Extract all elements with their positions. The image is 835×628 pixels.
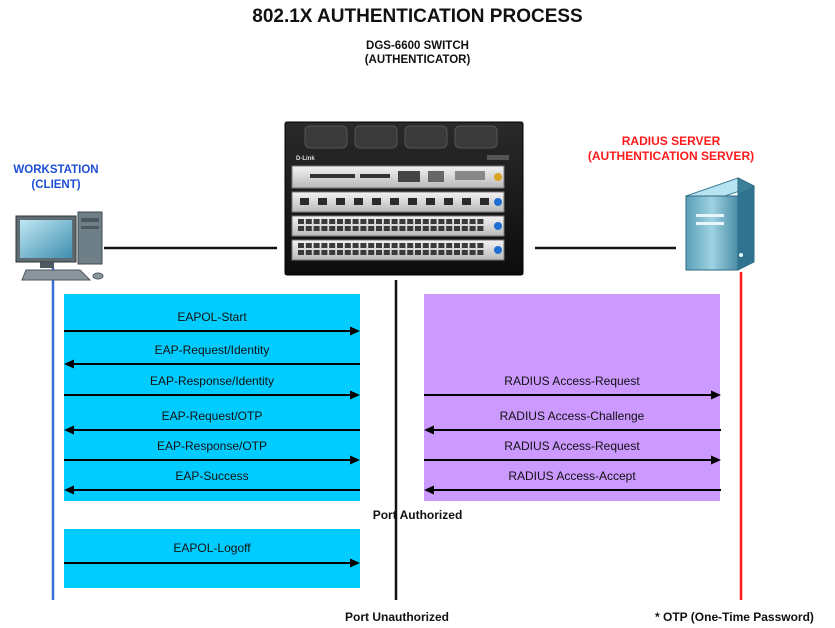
server-message-arrow-2-arrowhead <box>424 425 434 435</box>
client-message-arrow-1-arrowhead <box>350 326 360 336</box>
diagram-title: 802.1X AUTHENTICATION PROCESS <box>252 6 583 27</box>
workstation-name: WORKSTATION <box>13 164 99 176</box>
server-message-arrow-4-arrowhead <box>424 485 434 495</box>
radius-server-label: RADIUS SERVER (AUTHENTICATION SERVER) <box>566 134 776 164</box>
port-unauthorized-label: Port Unauthorized <box>345 610 449 624</box>
client-message-label: EAP-Request/Identity <box>154 343 270 357</box>
server-message-label: RADIUS Access-Request <box>504 374 640 388</box>
client-message-label: EAP-Success <box>175 469 249 483</box>
switch-label: DGS-6600 SWITCH (AUTHENTICATOR) <box>0 39 835 67</box>
client-message-arrow-3-arrowhead <box>350 390 360 400</box>
client-auth-panel <box>64 294 360 501</box>
client-message-label: EAP-Request/OTP <box>161 409 263 423</box>
workstation-role: (CLIENT) <box>31 179 81 191</box>
workstation-label: WORKSTATION (CLIENT) <box>0 163 112 193</box>
client-message-label: EAPOL-Start <box>177 310 247 324</box>
client-message-arrow-2-arrowhead <box>64 359 74 369</box>
server-message-label: RADIUS Access-Accept <box>508 469 636 483</box>
client-logoff-panel <box>64 529 360 588</box>
switch-brand-text: D-Link <box>296 156 315 162</box>
radius-server-role: (AUTHENTICATION SERVER) <box>587 149 755 163</box>
switch-icon: D-Link <box>284 121 524 276</box>
switch-role: (AUTHENTICATOR) <box>364 54 471 66</box>
switch-name: DGS-6600 SWITCH <box>366 40 469 52</box>
server-auth-panel <box>424 294 720 501</box>
client-message-arrow-6-arrowhead <box>64 485 74 495</box>
port-authorized-label: Port Authorized <box>372 508 463 522</box>
server-message-arrow-3-arrowhead <box>711 455 721 465</box>
server-message-label: RADIUS Access-Challenge <box>499 409 645 423</box>
workstation-icon <box>15 211 104 281</box>
client-message-label: EAP-Response/Identity <box>149 374 275 388</box>
client-message-arrow-4-arrowhead <box>64 425 74 435</box>
radius-server-name: RADIUS SERVER <box>621 134 721 148</box>
client-message-label: EAP-Response/OTP <box>156 439 268 453</box>
server-message-arrow-1-arrowhead <box>711 390 721 400</box>
radius-server-icon <box>684 177 756 271</box>
client-message-arrow-5-arrowhead <box>350 455 360 465</box>
server-message-label: RADIUS Access-Request <box>504 439 640 453</box>
otp-footnote: * OTP (One-Time Password) <box>655 610 814 624</box>
logoff-message-label: EAPOL-Logoff <box>173 541 251 555</box>
message-arrows <box>64 326 721 568</box>
logoff-message-arrow-arrowhead <box>350 558 360 568</box>
